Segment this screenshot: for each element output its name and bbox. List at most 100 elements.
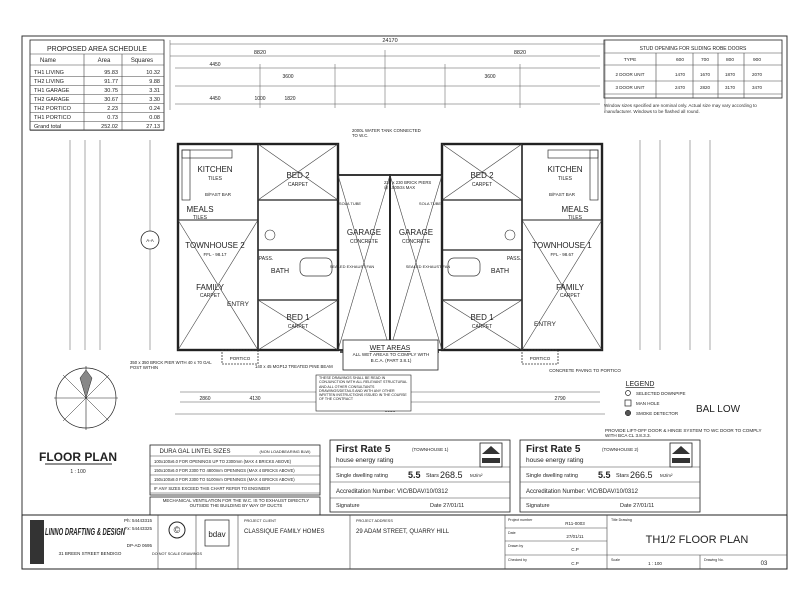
- area-cell: TH2 GARAGE: [34, 97, 70, 103]
- stud-header: 700: [701, 57, 709, 63]
- th1-pass: PASS.: [507, 256, 521, 262]
- area-cell: 3.30: [149, 97, 160, 103]
- area-cell: TH1 PORTICO: [34, 115, 72, 121]
- legend-item-downpipe: SELECTED DOWNPIPE: [636, 391, 686, 396]
- copyright-icon: [168, 521, 186, 539]
- wet-areas-body: ALL WET AREAS TO COMPLY WITH B.C.A. (PAR…: [353, 352, 430, 363]
- th1-ffl: FFL - 98.67: [550, 252, 574, 257]
- plan-scale: 1 : 100: [70, 469, 86, 475]
- th2-pass: PASS.: [259, 256, 273, 262]
- dim-kitchen: 4450: [209, 62, 220, 68]
- th2-meals: MEALS: [186, 205, 213, 214]
- plan-title: FLOOR PLAN: [39, 450, 117, 464]
- area-cell: TH1 GARAGE: [34, 88, 70, 94]
- legend: LEGEND SELECTED DOWNPIPE MAN HOLE SMOKE …: [624, 381, 741, 417]
- area-schedule-title: PROPOSED AREA SCHEDULE: [47, 46, 147, 53]
- energy-signature: Signature: [526, 503, 550, 509]
- dim-linen: 1820: [284, 96, 295, 102]
- energy-brand: First Rate 5: [336, 444, 391, 455]
- stud-cell: 1670: [700, 72, 711, 77]
- energy-accreditation: Accreditation Number: VIC/BDAV/10/0312: [336, 489, 449, 495]
- th1-meals-floor: TILES: [568, 215, 583, 221]
- area-cell: TH1 LIVING: [34, 70, 64, 76]
- area-cell: 3.31: [149, 88, 160, 94]
- sheet-title-label: Title Drawing: [611, 518, 632, 522]
- energy-sub: house energy rating: [526, 457, 584, 464]
- lintel-row: 100x100x6.0 FOR OPENINGS UP TO 2300mm (M…: [154, 459, 292, 464]
- energy-brand: First Rate 5: [526, 444, 581, 455]
- energy-box-1: First Rate 5(TOWNHOUSE 1)house energy ra…: [329, 439, 511, 513]
- stud-cell: 2470: [675, 85, 686, 90]
- note-lift-off: PROVIDE LIFT-OFF DOOR & HINGE SYSTEM TO …: [605, 428, 761, 438]
- house-icon: [482, 446, 500, 454]
- stud-opening-title: STUD OPENING FOR SLIDING ROBE DOORS: [640, 46, 747, 52]
- client-label: PROJECT CLIENT: [244, 519, 277, 523]
- area-cell: 30.67: [104, 97, 118, 103]
- stud-cell: 3170: [725, 85, 736, 90]
- area-cell: 10.32: [146, 70, 160, 76]
- stud-cell: 3470: [752, 85, 763, 90]
- th2-entry: ENTRY: [227, 301, 250, 308]
- th2-bed2-floor: CARPET: [288, 182, 308, 188]
- energy-stars-label: Stars: [426, 473, 439, 479]
- energy-stars: 5.5: [598, 470, 611, 480]
- plan-notes: 2000L WATER TANK CONNECTED TO W.C. 230 x…: [130, 128, 761, 438]
- energy-mj-unit: MJ/m²: [660, 473, 673, 478]
- stud-cell: 1470: [675, 72, 686, 77]
- company-name: LINNO DRAFTING & DESIGN: [45, 527, 125, 538]
- th2-garage: GARAGE: [347, 228, 381, 237]
- th1-kitchen-floor: TILES: [558, 176, 573, 182]
- note-water-tank: 2000L WATER TANK CONNECTED TO W.C.: [352, 128, 421, 138]
- address-label: PROJECT ADDRESS: [356, 519, 393, 523]
- rooms-townhouse-1: KITCHEN TILES B/FAST BAR MEALS TILES TOW…: [396, 165, 592, 361]
- th1-entry: ENTRY: [534, 321, 557, 328]
- title-block: LINNO DRAFTING & DESIGN 31 BREEN STREET …: [21, 514, 788, 570]
- th2-solatube: SOLA TUBE: [339, 201, 361, 206]
- th1-family: FAMILY: [556, 283, 585, 292]
- stud-cell: 2070: [752, 72, 763, 77]
- note-concrete-paving: CONCRETE PAVING TO PORTICO: [549, 368, 621, 373]
- manhole-icon: [624, 399, 632, 407]
- area-header-name: Name: [40, 58, 57, 64]
- company-phone: Ph: 54443315: [124, 518, 153, 523]
- area-cell: 0.24: [149, 106, 160, 112]
- energy-rating-label: Single dwelling rating: [336, 473, 388, 479]
- energy-signature: Signature: [336, 503, 360, 509]
- th2-name: TOWNHOUSE 2: [185, 241, 245, 250]
- stud-cell: 2 DOOR UNIT: [615, 72, 644, 77]
- energy-rating-label: Single dwelling rating: [526, 473, 578, 479]
- th2-exhaust: SEALED EXHAUST FAN: [330, 264, 375, 269]
- note-treated-beam: 140 x 45 MGP12 TREATED PINE BEAM: [255, 364, 333, 369]
- house-icon: [672, 446, 690, 454]
- legend-item-smoke-detector: SMOKE DETECTOR: [636, 411, 679, 416]
- area-cell: 0.08: [149, 115, 160, 121]
- th1-bfast: B/FAST BAR: [549, 192, 576, 197]
- area-cell: 9.88: [149, 79, 160, 85]
- stud-header: 900: [753, 57, 761, 63]
- energy-mj: 268.5: [440, 470, 463, 480]
- th2-bed1-floor: CARPET: [288, 324, 308, 330]
- dim-right-half: 8820: [514, 50, 526, 56]
- energy-mj-unit: MJ/m²: [470, 473, 483, 478]
- smoke-detector-icon: [624, 409, 632, 417]
- dim-left-half: 8820: [254, 50, 266, 56]
- lintel-row: 150x100x6.0 FOR 2300 TO 4800mm OPENINGS …: [154, 468, 295, 473]
- svg-text:©: ©: [174, 525, 181, 535]
- checked-label: Checked by: [508, 558, 527, 562]
- area-cell: 252.02: [101, 124, 118, 130]
- th1-family-floor: CARPET: [560, 293, 580, 299]
- dim-b1-4130: 4130: [249, 396, 260, 402]
- th1-bed1: BED 1: [470, 313, 494, 322]
- th1-bath: BATH: [491, 268, 509, 275]
- date-value: 27/01/11: [566, 534, 584, 539]
- lintel-subtitle: (NON LOADBEARING BLW): [259, 449, 311, 454]
- lintel-row: IF ANY SIZES EXCEED THIS CHART REFER TO …: [154, 486, 270, 491]
- dim-garage-w2: 3600: [484, 74, 495, 80]
- th2-kitchen-floor: TILES: [208, 176, 223, 182]
- energy-mj: 266.5: [630, 470, 653, 480]
- stud-cell: 3 DOOR UNIT: [615, 85, 644, 90]
- stud-header: 800: [726, 57, 734, 63]
- area-cell: 30.75: [104, 88, 118, 94]
- dim-overall: 24170: [382, 38, 397, 44]
